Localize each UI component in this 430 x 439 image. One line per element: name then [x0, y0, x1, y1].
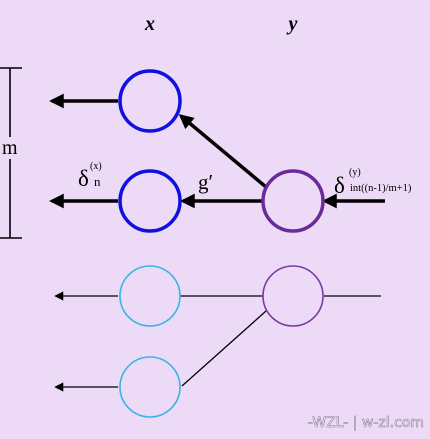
delta-y-subscript: int((n-1)/m+1) — [350, 183, 412, 194]
x-neuron-2 — [118, 169, 182, 233]
m-bracket — [0, 67, 22, 239]
delta-x-subscript: n — [94, 174, 101, 189]
x-neuron-3 — [119, 265, 181, 327]
y-neuron-2 — [262, 265, 324, 327]
y-neuron-1 — [261, 169, 325, 233]
delta-y-superscript: (y) — [349, 167, 361, 178]
x-neuron-4 — [119, 356, 181, 418]
y-to-x1-arrow — [178, 114, 268, 189]
watermark: -WZL- | w-zl.com — [308, 415, 424, 431]
column-header-y: y — [287, 13, 298, 35]
delta-x-symbol: δ — [78, 166, 89, 191]
x-neuron-1 — [118, 69, 182, 133]
column-header-x: x — [144, 13, 155, 35]
m-label: m — [2, 137, 18, 159]
g-prime-label: g′ — [198, 170, 213, 194]
y2-to-x4-line — [181, 310, 267, 387]
delta-x-superscript: (x) — [90, 161, 102, 172]
delta-y-symbol: δ — [334, 173, 345, 198]
